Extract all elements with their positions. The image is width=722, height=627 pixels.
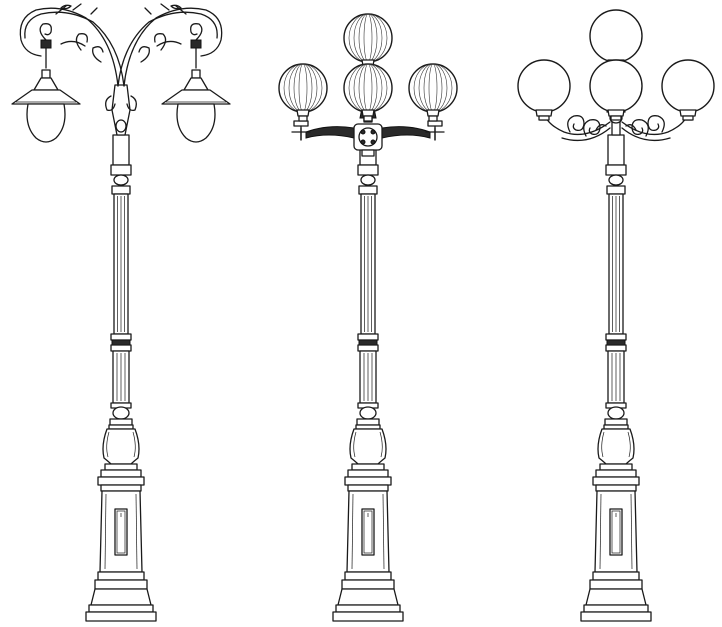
- lamp-post-1: [11, 3, 231, 622]
- lamp-post-3: [517, 9, 715, 622]
- lamp-post-2: [278, 13, 458, 622]
